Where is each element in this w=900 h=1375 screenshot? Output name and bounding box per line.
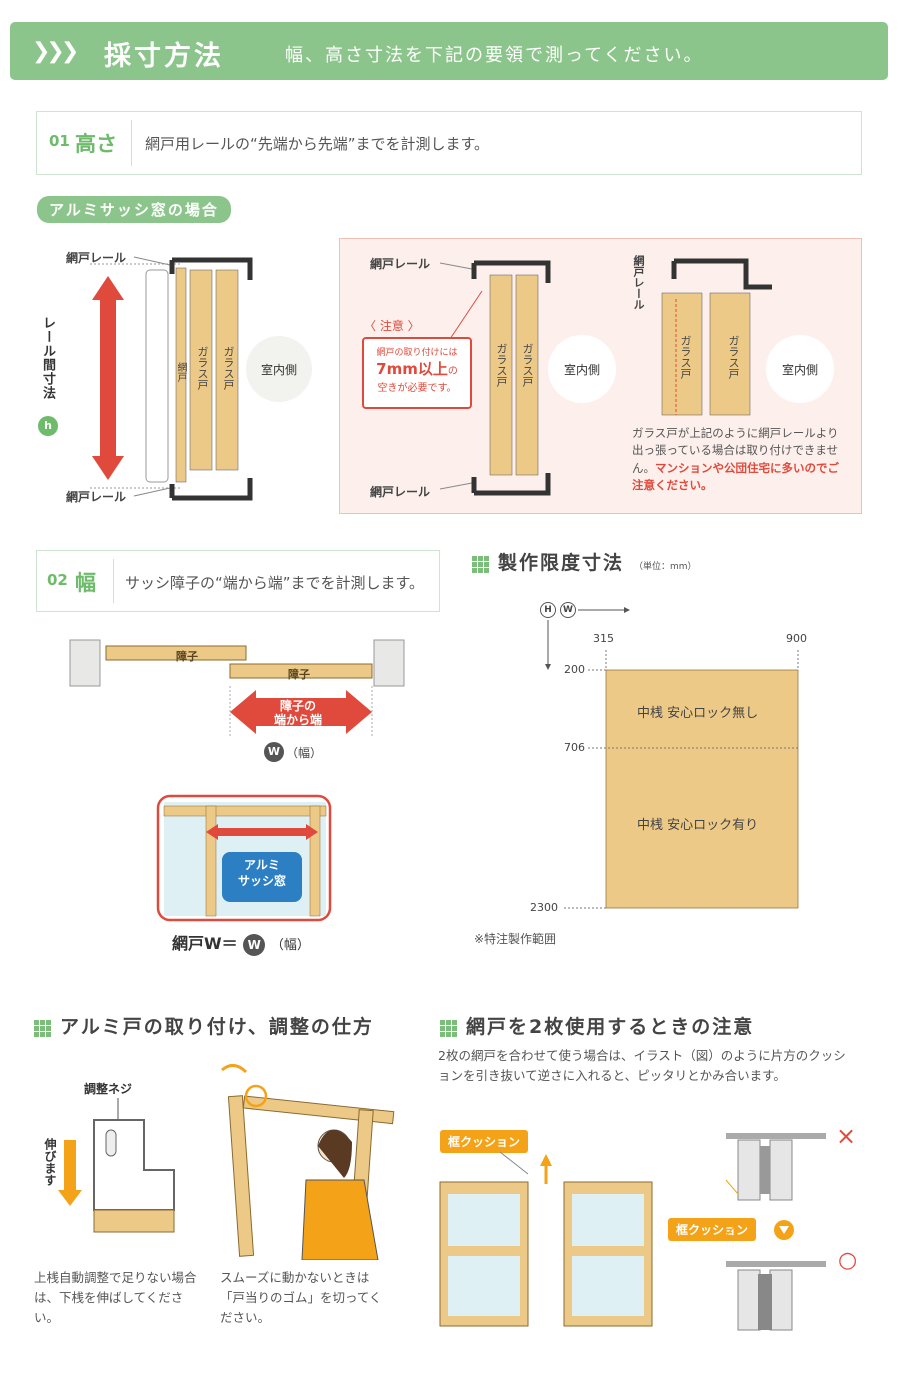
- install-caption-1: 上桟自動調整で足りない場合は、下桟を伸ばしてください。: [34, 1270, 197, 1325]
- pink-indoor-circle-2: 室内側: [766, 335, 834, 403]
- caution-box: 網戸レール 網戸レール 〈 注意 〉 網戸の取り付けには 7mm以上の 空きが必…: [339, 238, 862, 514]
- width-figure: 障子の 端から端 障子 障子 W （幅） アルミ サッシ窓 網戸W＝ W （幅）: [60, 630, 420, 960]
- step1-box: 01 高さ 網戸用レールの“先端から先端”までを計測します。: [36, 111, 862, 175]
- cushion-tag-2: 框クッション: [668, 1218, 757, 1241]
- page-title: 採寸方法: [104, 41, 224, 72]
- pink-indoor-label-2: 室内側: [781, 362, 818, 377]
- header-banner: ❯❯❯ 採寸方法 幅、高さ寸法を下記の要領で測ってください。: [10, 22, 888, 80]
- step2-text: サッシ障子の“端から端”までを計測します。: [125, 574, 425, 592]
- glass-door-label-2: ガラス戸: [222, 346, 235, 390]
- pink-indoor-label: 室内側: [563, 362, 600, 377]
- install-illustrations: 調整ネジ 伸びます: [34, 1060, 414, 1260]
- limits-heading: 製作限度寸法 （単位：mm）: [472, 548, 697, 575]
- caution-big: 7mm以上: [376, 360, 448, 378]
- page-subtitle: 幅、高さ寸法を下記の要領で測ってください。: [285, 45, 704, 66]
- caution-card: 網戸の取り付けには 7mm以上の 空きが必要です。: [362, 337, 472, 409]
- indoor-circle: 室内側: [246, 336, 312, 402]
- limits-unit: （単位：mm）: [634, 562, 697, 572]
- limits-h-badge: H: [540, 602, 556, 618]
- w-badge: W: [264, 742, 284, 762]
- grid-icon: [472, 555, 490, 574]
- pink-note: ガラス戸が上記のように網戸レールより出っ張っている場合は取り付けできません。マン…: [632, 425, 842, 494]
- two-screens-title: 網戸を2枚使用するときの注意: [466, 1016, 755, 1038]
- limits-lower-label: 中桟 安心ロック有り: [637, 818, 759, 833]
- arrow-label: レールの先端から先端: [128, 310, 143, 440]
- rail-top-label: 網戸レール: [66, 251, 127, 265]
- two-screens-svg: [439, 1133, 826, 1331]
- limits-note: ※特注製作範囲: [474, 932, 557, 946]
- step1-name: 高さ: [75, 132, 117, 156]
- limits-upper-label: 中桟 安心ロック無し: [637, 706, 759, 721]
- pink-note-normal: ガラス戸が上記のように網戸レールより出っ張っている場合は取り付けできません。: [632, 426, 839, 475]
- limits-chart: H W 315 900 200 706 2300 中桟 安心ロック無し 中桟 安…: [520, 600, 840, 920]
- shoji-label-2: 障子: [288, 668, 310, 681]
- pink-note-red: マンションや公団住宅に多いのでご注意ください。: [632, 460, 839, 492]
- cushion-tag-1: 框クッション: [440, 1130, 529, 1153]
- x-tick-0: 315: [593, 632, 614, 645]
- limits-title: 製作限度寸法: [498, 552, 625, 574]
- aluminum-window-badge: アルミ サッシ窓: [222, 852, 302, 902]
- alumi-line1: アルミ: [244, 858, 280, 872]
- pink-glass-label-3: ガラス戸: [679, 335, 692, 379]
- two-screens-desc: 2枚の網戸を合わせて使う場合は、イラスト（図）のように片方のクッションを引き抜い…: [438, 1048, 846, 1083]
- pink-diagrams: [439, 258, 772, 496]
- h-badge: h: [38, 416, 58, 436]
- pink-rail-bottom-label: 網戸レール: [370, 485, 431, 499]
- ng-mark: ×: [836, 1122, 857, 1150]
- pink-glass-label-2: ガラス戸: [521, 343, 534, 387]
- install-heading: アルミ戸の取り付け、調整の仕方: [34, 1012, 374, 1039]
- rail-gap-label: レール間寸法: [40, 316, 55, 400]
- step2-box: 02 幅 サッシ障子の“端から端”までを計測します。: [36, 550, 440, 612]
- formula-suffix: （幅）: [270, 938, 310, 953]
- formula-w-badge: W: [243, 933, 266, 956]
- y-tick-1: 706: [564, 741, 585, 754]
- caution-line1: 網戸の取り付けには: [376, 348, 458, 358]
- aluminum-sash-label: アルミサッシ窓の場合: [37, 196, 231, 223]
- grid-icon-2: [34, 1019, 52, 1038]
- width-arrow-label: 障子の 端から端: [274, 699, 323, 727]
- pink-glass-label-1: ガラス戸: [495, 343, 508, 387]
- limits-w-badge: W: [560, 602, 576, 618]
- grid-icon-3: [440, 1019, 458, 1038]
- y-tick-2: 2300: [530, 901, 558, 914]
- width-formula: 網戸W＝ W （幅）: [172, 930, 310, 956]
- rail-bottom-label: 網戸レール: [66, 490, 127, 504]
- screw-label: 調整ネジ: [84, 1082, 133, 1096]
- step1-text: 網戸用レールの“先端から先端”までを計測します。: [145, 135, 490, 153]
- step2-name: 幅: [75, 571, 96, 595]
- ok-mark: ○: [838, 1248, 858, 1273]
- height-figure-left: 網戸レール 網戸レール レール間寸法 h レールの先端から先端 網戸 ガラス戸 …: [30, 240, 330, 510]
- indoor-label: 室内側: [260, 362, 297, 377]
- w-suffix: （幅）: [286, 746, 323, 760]
- limits-svg: [545, 607, 799, 909]
- width-diagram: [69, 639, 405, 922]
- step1-number: 01: [49, 132, 70, 150]
- step2-number: 02: [47, 571, 68, 589]
- step1-divider: [131, 120, 132, 166]
- two-screens-heading: 網戸を2枚使用するときの注意: [440, 1012, 754, 1039]
- shoji-label-1: 障子: [176, 650, 198, 663]
- pink-rail-vertical-label: 網戸レール: [632, 255, 645, 310]
- formula-prefix: 網戸W＝: [172, 934, 238, 953]
- install-caption-2: スムーズに動かないときは「戸当りのゴム」を切ってください。: [220, 1270, 382, 1325]
- install-title: アルミ戸の取り付け、調整の仕方: [60, 1016, 374, 1038]
- caution-line3: 空きが必要です。: [377, 383, 457, 394]
- pink-rail-top-label: 網戸レール: [370, 257, 431, 271]
- left-rail-diagram: [90, 256, 253, 501]
- chevrons-icon: ❯❯❯: [32, 39, 79, 64]
- two-screens-illustration: 框クッション 框クッション × ○: [436, 1122, 876, 1334]
- caution-title: 〈 注意 〉: [364, 319, 420, 333]
- x-tick-1: 900: [786, 632, 807, 645]
- screen-door-label: 網戸: [175, 362, 186, 382]
- extend-label: 伸びます: [43, 1138, 57, 1186]
- step2-divider: [113, 559, 114, 603]
- y-tick-0: 200: [564, 663, 585, 676]
- caution-small: の: [447, 366, 458, 377]
- glass-door-label-1: ガラス戸: [196, 346, 209, 390]
- install-svg: [58, 1064, 395, 1260]
- pink-glass-label-4: ガラス戸: [727, 335, 740, 379]
- pink-indoor-circle: 室内側: [548, 335, 616, 403]
- alumi-line2: サッシ窓: [237, 873, 286, 888]
